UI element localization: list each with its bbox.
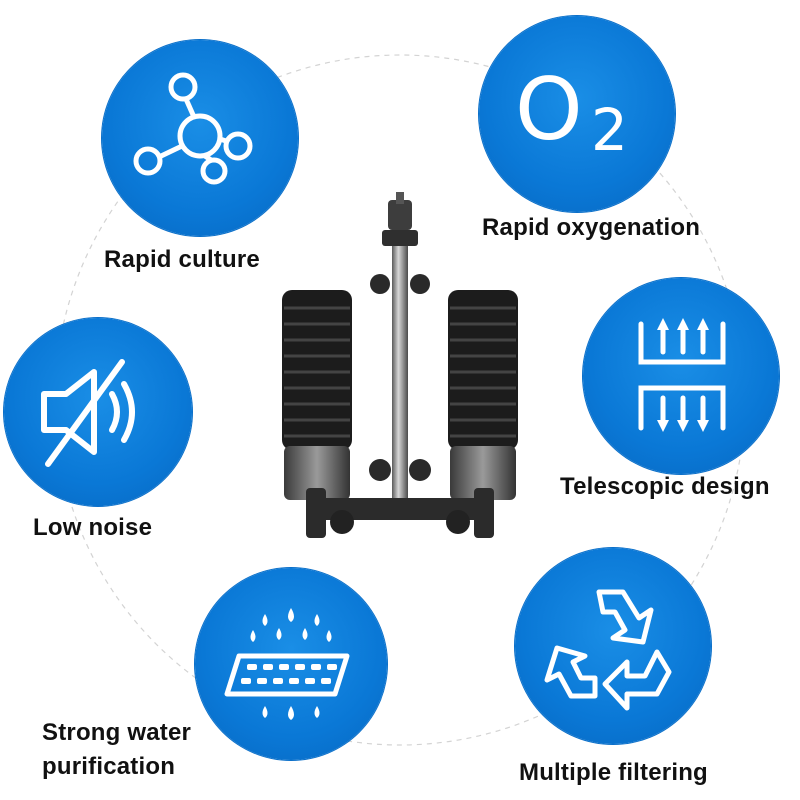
water-filter-icon (224, 608, 350, 720)
feature-circle (515, 548, 711, 744)
left-sponge (282, 290, 352, 500)
feature-circle (195, 568, 387, 760)
feature-circle (102, 40, 298, 236)
sponge-filter-product-image (282, 192, 518, 538)
feature-label: Rapid culture (104, 246, 260, 273)
right-sponge (448, 290, 518, 500)
o2-icon: O 2 (479, 16, 675, 212)
telescopic-arrows-icon (638, 318, 726, 432)
recycle-arrows-icon (544, 589, 672, 711)
feature-label: Telescopic design (560, 473, 770, 500)
feature-label: Low noise (33, 514, 153, 541)
feature-label: Rapid oxygenation (482, 214, 701, 241)
muted-speaker-icon (41, 359, 135, 467)
o2-letter: O (515, 60, 583, 160)
feature-label: Multiple filtering (519, 759, 708, 786)
feature-label: Strong water purification (42, 719, 192, 780)
feature-circle: O 2 (479, 16, 675, 212)
molecule-icon (133, 72, 253, 185)
feature-circle (583, 278, 779, 474)
feature-circle (4, 318, 192, 506)
o2-subscript: 2 (591, 96, 628, 164)
